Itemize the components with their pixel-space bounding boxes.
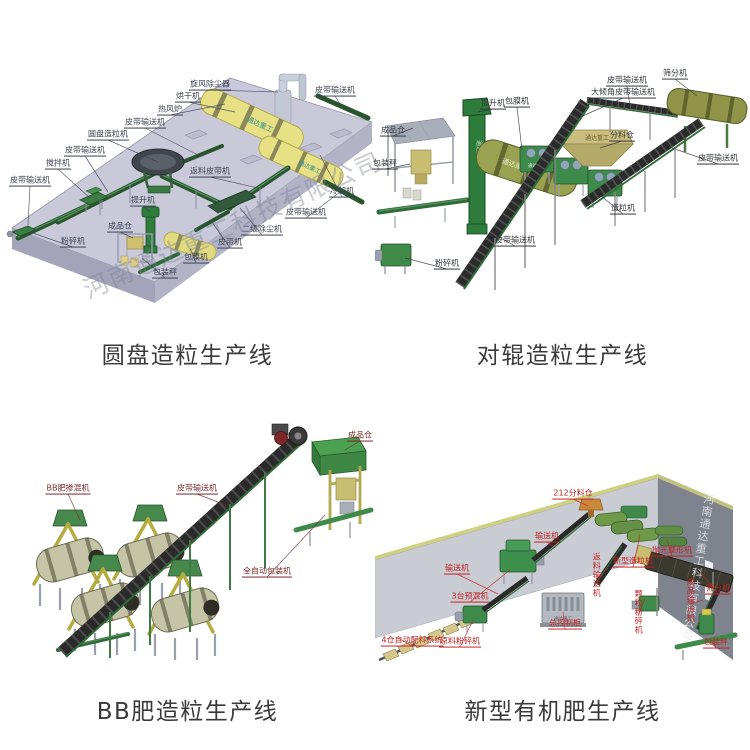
mix-screen xyxy=(207,189,257,214)
premixer xyxy=(499,539,545,584)
discharge-conveyor xyxy=(376,197,470,228)
conveyor xyxy=(531,512,592,564)
raw-material-crusher xyxy=(454,605,488,632)
crusher xyxy=(6,225,37,238)
packing-station xyxy=(117,233,153,268)
panel-caption-bb: BB肥造粒生产线 xyxy=(96,699,279,725)
packing-scale xyxy=(674,608,738,660)
roller-granulator xyxy=(553,157,589,196)
packing-station xyxy=(386,117,456,201)
pellet-crusher xyxy=(631,595,660,612)
incline-conveyor xyxy=(455,98,590,290)
panel-caption-organic: 新型有机肥生产线 xyxy=(464,699,661,725)
panel-caption-disc: 圆盘造粒生产线 xyxy=(101,343,274,369)
crusher xyxy=(375,243,412,274)
polishing-machine xyxy=(654,525,688,547)
coating-machine xyxy=(163,231,217,261)
auto-packing-machine xyxy=(293,466,374,546)
bb-blender xyxy=(147,559,220,660)
brand-on-cabinet: 通达重工 xyxy=(554,615,572,622)
bb-line-diagram xyxy=(32,423,374,660)
roller-line-diagram: 通达重工 通达重工 通达重工 xyxy=(375,87,748,290)
granulator-drums xyxy=(594,505,660,543)
incline-conveyor xyxy=(57,433,303,658)
conveyor-head xyxy=(271,423,308,446)
panel-caption-roller: 对辊造粒生产线 xyxy=(476,343,649,369)
disc-line-diagram: 通达重工 通达重工 xyxy=(6,73,373,303)
control-cabinet: 通达重工 xyxy=(540,592,586,627)
brand-on-hopper: 通达重工 xyxy=(585,134,609,142)
product-bin xyxy=(311,436,367,477)
